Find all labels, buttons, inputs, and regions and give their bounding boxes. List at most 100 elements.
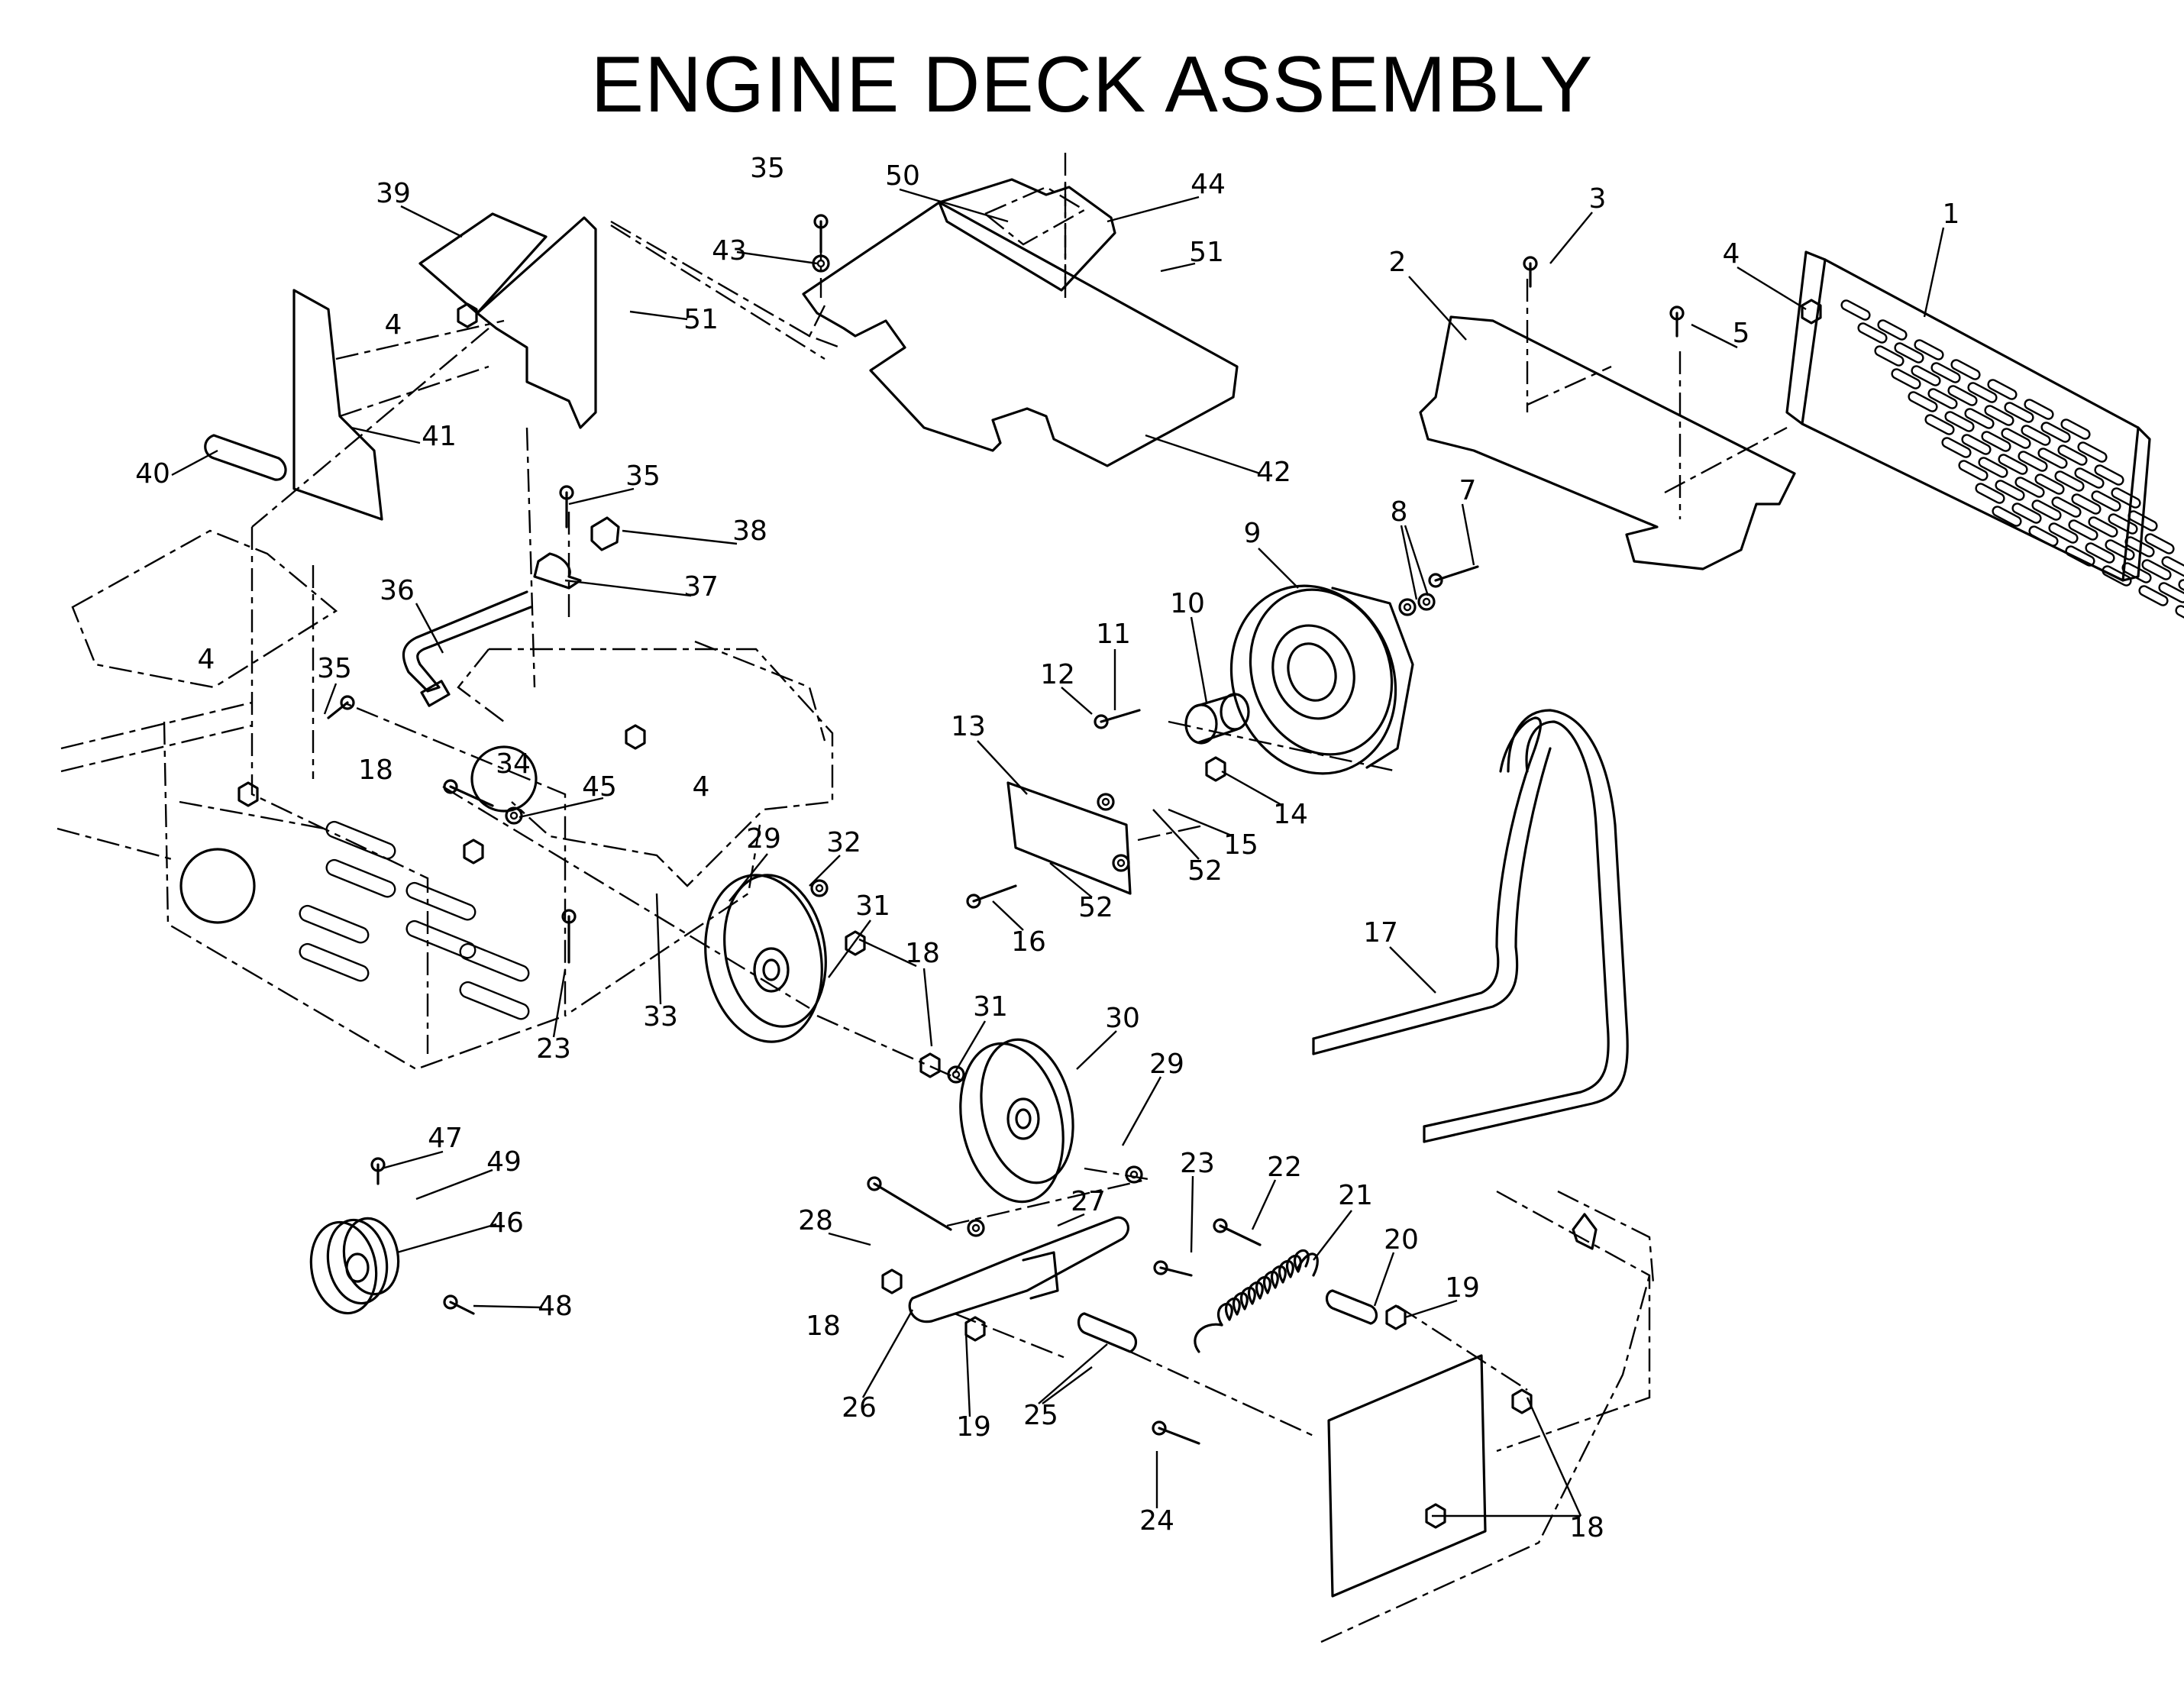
guard-slot bbox=[1874, 345, 1905, 367]
hex-nut bbox=[964, 1316, 986, 1342]
part-21-spring bbox=[1194, 1249, 1319, 1353]
leader-line bbox=[519, 797, 604, 819]
callout-22: 22 bbox=[1267, 1152, 1302, 1183]
callout-35: 35 bbox=[317, 653, 352, 684]
guard-slot bbox=[2001, 428, 2031, 449]
leader-line bbox=[1400, 525, 1418, 600]
guard-slot bbox=[2178, 579, 2184, 600]
leader-line bbox=[1737, 266, 1807, 311]
bolt-shank bbox=[873, 1182, 952, 1231]
diagram-title: ENGINE DECK ASSEMBLY bbox=[590, 40, 1594, 129]
hex-nut bbox=[237, 781, 259, 807]
callout-29: 29 bbox=[1149, 1049, 1184, 1080]
hex-nut bbox=[457, 302, 478, 328]
leader-line bbox=[1526, 1397, 1582, 1517]
leader-line bbox=[1404, 525, 1430, 596]
bolt-head bbox=[1669, 305, 1685, 321]
deck-slot bbox=[459, 981, 530, 1020]
guard-slot bbox=[2004, 402, 2034, 423]
callout-2: 2 bbox=[1389, 247, 1407, 278]
guard-slot bbox=[1947, 385, 1978, 406]
part-38-nut bbox=[590, 516, 620, 551]
callout-4: 4 bbox=[198, 644, 215, 675]
callout-50: 50 bbox=[885, 160, 920, 192]
guard-slot bbox=[2021, 425, 2051, 446]
leader-line bbox=[1042, 1366, 1093, 1404]
bolt-head bbox=[813, 214, 829, 229]
leader-line bbox=[1389, 946, 1436, 994]
guard-slot bbox=[2102, 565, 2132, 587]
guard-slot bbox=[2057, 444, 2088, 466]
callout-18: 18 bbox=[358, 755, 393, 786]
leader-line bbox=[1160, 262, 1196, 273]
bolt-head bbox=[443, 779, 458, 794]
leader-line bbox=[1549, 212, 1593, 264]
bolt-head bbox=[1213, 1218, 1228, 1233]
small-hardware bbox=[237, 214, 1822, 1529]
leader-line bbox=[1061, 687, 1093, 715]
guard-slot bbox=[1911, 365, 1941, 386]
guard-slot bbox=[2014, 477, 2045, 498]
guard-slot bbox=[2161, 556, 2184, 577]
callout-labels: 1 2 3 4 4 4 4 5 7 8 9 10 11 12 13 14 15 … bbox=[135, 153, 1959, 1543]
callout-1: 1 bbox=[1943, 199, 1960, 230]
part-1-slot-pattern bbox=[1840, 299, 2184, 626]
callout-49: 49 bbox=[486, 1146, 522, 1178]
callout-19: 19 bbox=[956, 1411, 991, 1443]
bolt-head bbox=[443, 1294, 458, 1310]
guard-slot bbox=[1958, 460, 1989, 481]
guard-slot bbox=[2065, 545, 2095, 567]
flat-washer bbox=[947, 1065, 965, 1084]
leader-line bbox=[736, 250, 818, 265]
callout-36: 36 bbox=[380, 575, 415, 606]
callout-25: 25 bbox=[1023, 1400, 1058, 1431]
callout-13: 13 bbox=[951, 711, 986, 742]
guard-slot bbox=[2127, 510, 2158, 532]
lower-right-mount-plate bbox=[1129, 1190, 1655, 1643]
leader-line bbox=[1168, 808, 1234, 838]
leader-line bbox=[809, 855, 841, 887]
guard-slot bbox=[2144, 533, 2175, 554]
part-25-spacer bbox=[1077, 1312, 1138, 1353]
leader-line bbox=[1691, 323, 1738, 349]
callout-4: 4 bbox=[1723, 238, 1740, 270]
callout-41: 41 bbox=[422, 421, 457, 452]
bolt-shank bbox=[972, 884, 1017, 903]
hex-nut bbox=[881, 1268, 903, 1294]
guard-slot bbox=[2138, 585, 2169, 606]
guard-slot bbox=[1927, 388, 1958, 409]
leader-line bbox=[861, 1309, 914, 1398]
guard-slot bbox=[2111, 487, 2141, 509]
guard-slot bbox=[1967, 382, 1998, 403]
flat-washer bbox=[1097, 793, 1115, 811]
deck-slot bbox=[459, 942, 530, 982]
leader-line bbox=[858, 938, 917, 968]
guard-slot bbox=[1930, 362, 1961, 383]
engine-deck-frame bbox=[57, 328, 834, 1071]
leader-line bbox=[953, 1020, 987, 1074]
guard-slot bbox=[2068, 519, 2098, 541]
guard-slot bbox=[2175, 605, 2184, 626]
callout-47: 47 bbox=[428, 1123, 463, 1154]
callout-33: 33 bbox=[643, 1001, 678, 1033]
leader-line bbox=[629, 310, 688, 321]
guard-slot bbox=[2024, 399, 2054, 420]
assembly-axes bbox=[442, 183, 1682, 1391]
leader-line bbox=[400, 205, 463, 238]
flat-washer bbox=[967, 1219, 985, 1237]
leader-line bbox=[415, 603, 444, 654]
hex-nut bbox=[463, 839, 484, 865]
leader-line bbox=[568, 487, 635, 506]
hex-nut bbox=[1801, 299, 1822, 325]
callout-14: 14 bbox=[1273, 799, 1308, 830]
leader-line bbox=[1107, 196, 1200, 223]
callout-43: 43 bbox=[712, 235, 747, 267]
callout-leader-lines bbox=[323, 188, 1945, 1517]
leader-line bbox=[922, 968, 933, 1047]
bolt-shank bbox=[327, 701, 349, 719]
callout-28: 28 bbox=[798, 1205, 833, 1236]
guard-slot bbox=[2060, 419, 2091, 440]
guard-slot bbox=[2071, 493, 2102, 515]
guard-slot bbox=[1840, 299, 1871, 321]
callout-4: 4 bbox=[693, 771, 710, 803]
